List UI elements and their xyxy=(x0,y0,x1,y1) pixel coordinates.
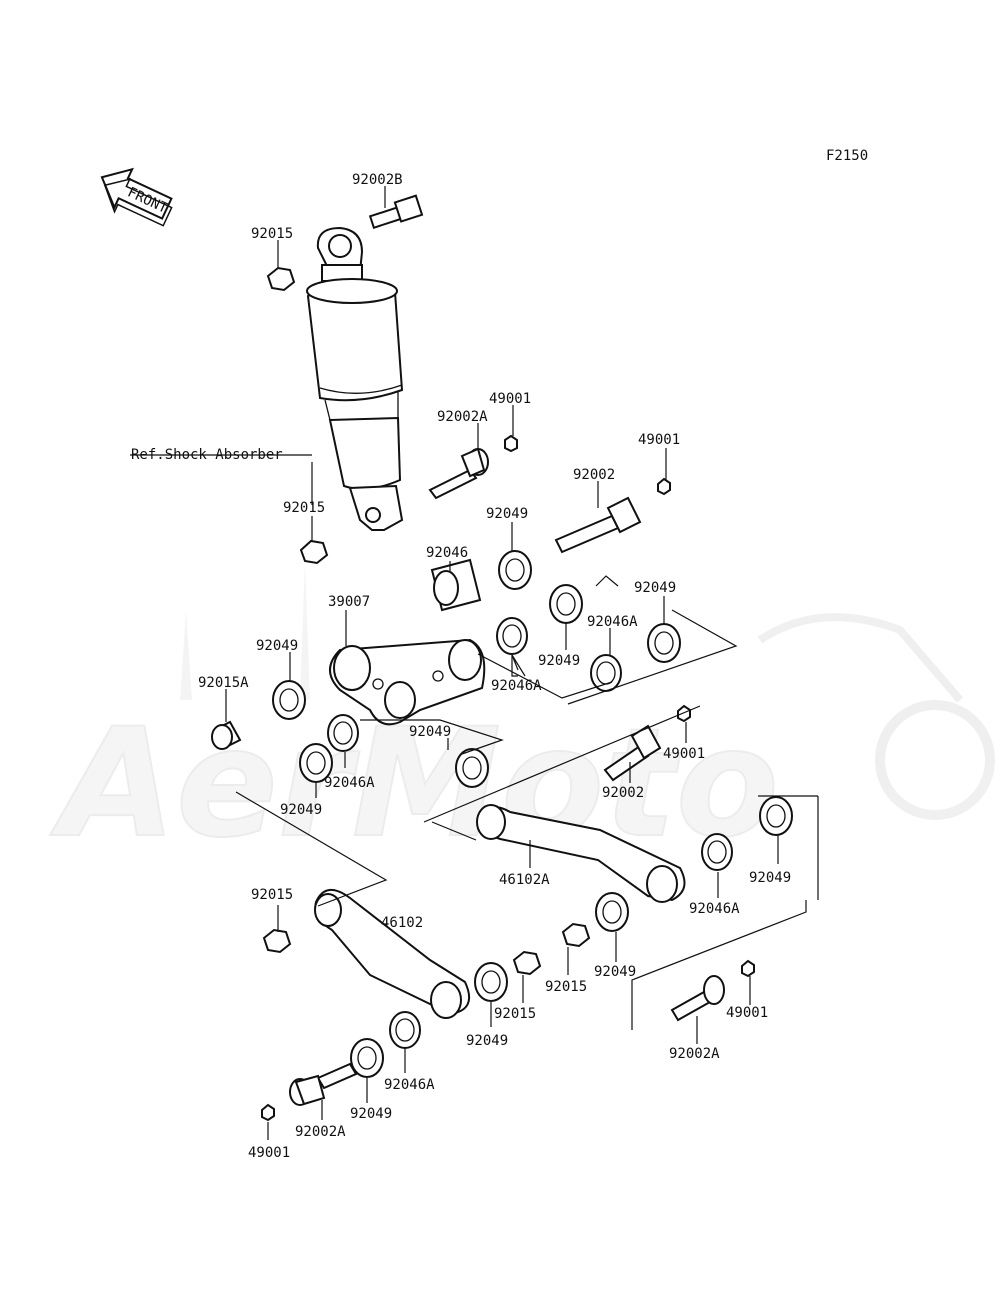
label-49001-e: 49001 xyxy=(248,1145,290,1161)
nut-92015-top xyxy=(266,266,296,292)
label-92049-g: 92049 xyxy=(749,870,791,886)
part-labels: 92002B 92015 49001 92002A 49001 Ref.Shoc… xyxy=(131,172,791,1161)
rocker-arm-39007 xyxy=(329,638,486,726)
watermark-text: AerMoto xyxy=(50,697,779,871)
bearing-92046A-a xyxy=(496,617,528,655)
bolt-92002A-right xyxy=(670,975,725,1022)
label-92002A-c: 92002A xyxy=(295,1124,346,1140)
bearing-92046A-e xyxy=(389,1011,421,1049)
bolt-92002A-bottom xyxy=(289,1062,358,1106)
label-92002A-a: 92002A xyxy=(437,409,488,425)
label-92049-b: 92049 xyxy=(634,580,676,596)
watermark-wheel-icon xyxy=(875,700,995,820)
fitting-49001-d xyxy=(741,959,755,978)
bolt-92002-lower xyxy=(603,724,662,782)
label-92046A-b: 92046A xyxy=(491,678,542,694)
label-92049-h: 92049 xyxy=(594,964,636,980)
bearing-92046A-d xyxy=(701,833,733,871)
collar-92049-e xyxy=(299,743,333,783)
label-92049-d: 92049 xyxy=(538,653,580,669)
label-92049-a: 92049 xyxy=(486,506,528,522)
label-92015-top: 92015 xyxy=(251,226,293,242)
label-92049-j: 92049 xyxy=(350,1106,392,1122)
figure-code: F2150 xyxy=(826,148,868,164)
label-92049-f: 92049 xyxy=(280,802,322,818)
label-92015-c: 92015 xyxy=(545,979,587,995)
label-92015-low: 92015 xyxy=(251,887,293,903)
collar-92049-b xyxy=(549,584,583,624)
label-46102: 46102 xyxy=(381,915,423,931)
label-92015-d: 92015 xyxy=(494,1006,536,1022)
front-arrow-icon: FRONT xyxy=(100,167,173,227)
label-92049-e: 92049 xyxy=(409,724,451,740)
nut-92015-low xyxy=(262,928,292,954)
label-92049-c: 92049 xyxy=(256,638,298,654)
ref-label: Ref.Shock Absorber xyxy=(131,447,283,463)
label-92049-i: 92049 xyxy=(466,1033,508,1049)
watermark: AerMoto xyxy=(49,560,995,872)
bolt-92002A-top xyxy=(428,447,489,500)
collar-92049-d xyxy=(272,680,306,720)
shock-absorber xyxy=(306,226,404,531)
bearing-92046A-c xyxy=(327,714,359,752)
label-92015-mid: 92015 xyxy=(283,500,325,516)
bolt-92002-upper xyxy=(554,496,642,554)
label-49001-a: 49001 xyxy=(489,391,531,407)
bolt-92002B xyxy=(368,194,424,229)
fitting-49001-a xyxy=(504,434,518,453)
link-rod-46102A xyxy=(476,804,686,903)
label-92002-b: 92002 xyxy=(602,785,644,801)
link-rod-46102 xyxy=(314,889,470,1019)
label-49001-c: 49001 xyxy=(663,746,705,762)
label-92002B: 92002B xyxy=(352,172,403,188)
label-92002A-b: 92002A xyxy=(669,1046,720,1062)
label-39007: 39007 xyxy=(328,594,370,610)
nut-92015-mid xyxy=(299,539,329,565)
label-46102A: 46102A xyxy=(499,872,550,888)
label-92046A-c: 92046A xyxy=(324,775,375,791)
label-92046A-e: 92046A xyxy=(384,1077,435,1093)
fitting-49001-b xyxy=(657,477,671,496)
label-49001-d: 49001 xyxy=(726,1005,768,1021)
nut-92015-c xyxy=(561,922,591,948)
collar-92049-h xyxy=(595,892,629,932)
collar-92049-f xyxy=(455,748,489,788)
collar-92049-c xyxy=(647,623,681,663)
bearing-92046 xyxy=(430,558,482,612)
nut-92015-d xyxy=(512,950,542,976)
label-92046: 92046 xyxy=(426,545,468,561)
label-92046A-a: 92046A xyxy=(587,614,638,630)
collar-92049-j xyxy=(350,1038,384,1078)
label-49001-b: 49001 xyxy=(638,432,680,448)
collar-92049-a xyxy=(498,550,532,590)
label-92015A: 92015A xyxy=(198,675,249,691)
fitting-49001-e xyxy=(261,1103,275,1122)
collar-92049-g xyxy=(759,796,793,836)
watermark-bike-icon xyxy=(757,613,964,703)
label-92046A-d: 92046A xyxy=(689,901,740,917)
nut-92015A xyxy=(211,720,242,750)
collar-92049-i xyxy=(474,962,508,1002)
leader-lines xyxy=(130,186,819,1140)
bearing-92046A-b xyxy=(590,654,622,692)
fitting-49001-c xyxy=(677,704,691,723)
label-92002-a: 92002 xyxy=(573,467,615,483)
